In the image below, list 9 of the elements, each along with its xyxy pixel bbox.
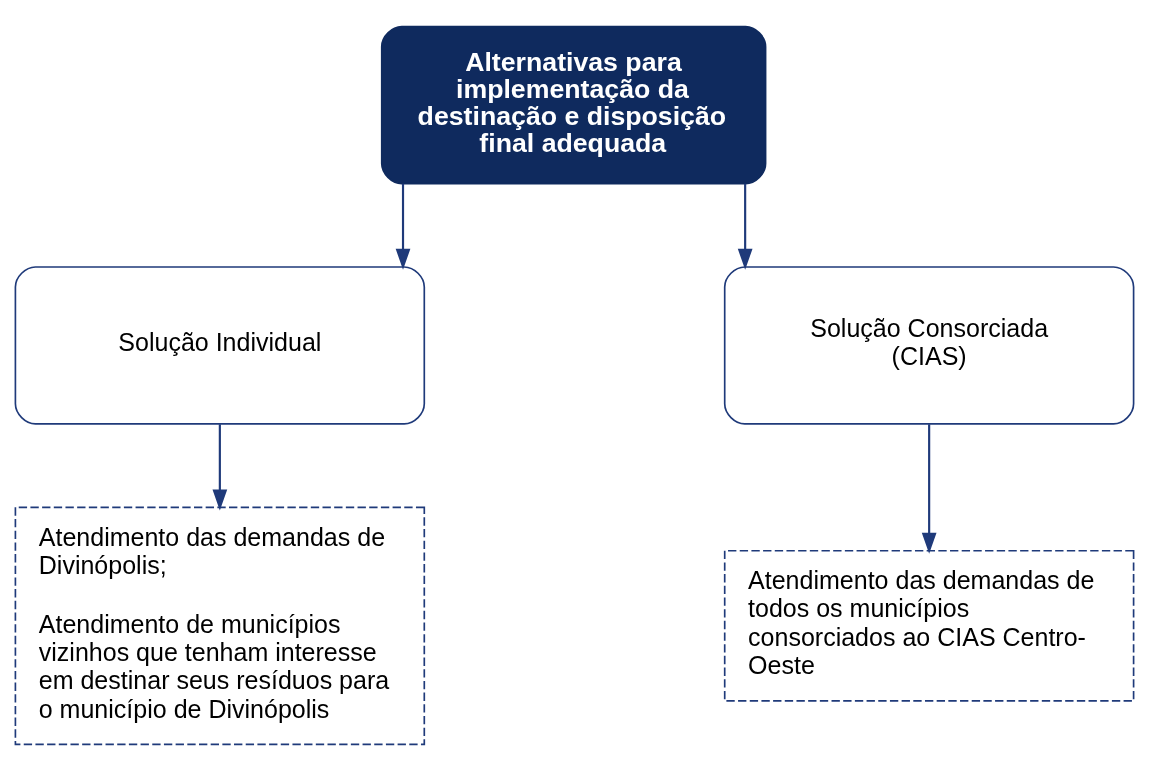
arrow xyxy=(395,183,411,270)
arrow xyxy=(921,423,937,554)
arrow xyxy=(212,423,228,511)
arrow xyxy=(737,183,753,270)
node-box: Atendimento das demandas de todos os municípios consorciados ao CIAS Centro-Oeste xyxy=(723,549,1135,702)
node-box: Alternativas para implementação da destinação e disposição final adequada xyxy=(380,25,767,184)
node-box: Solução Individual xyxy=(14,265,426,425)
node-box: Solução Consorciada (CIAS) xyxy=(723,265,1135,425)
node-box: Atendimento das demandas de Divinópolis; Atendimento de municípios vizinhos que tenham interesse em destinar seus resíduos para o município de Divinópolis xyxy=(14,506,426,745)
